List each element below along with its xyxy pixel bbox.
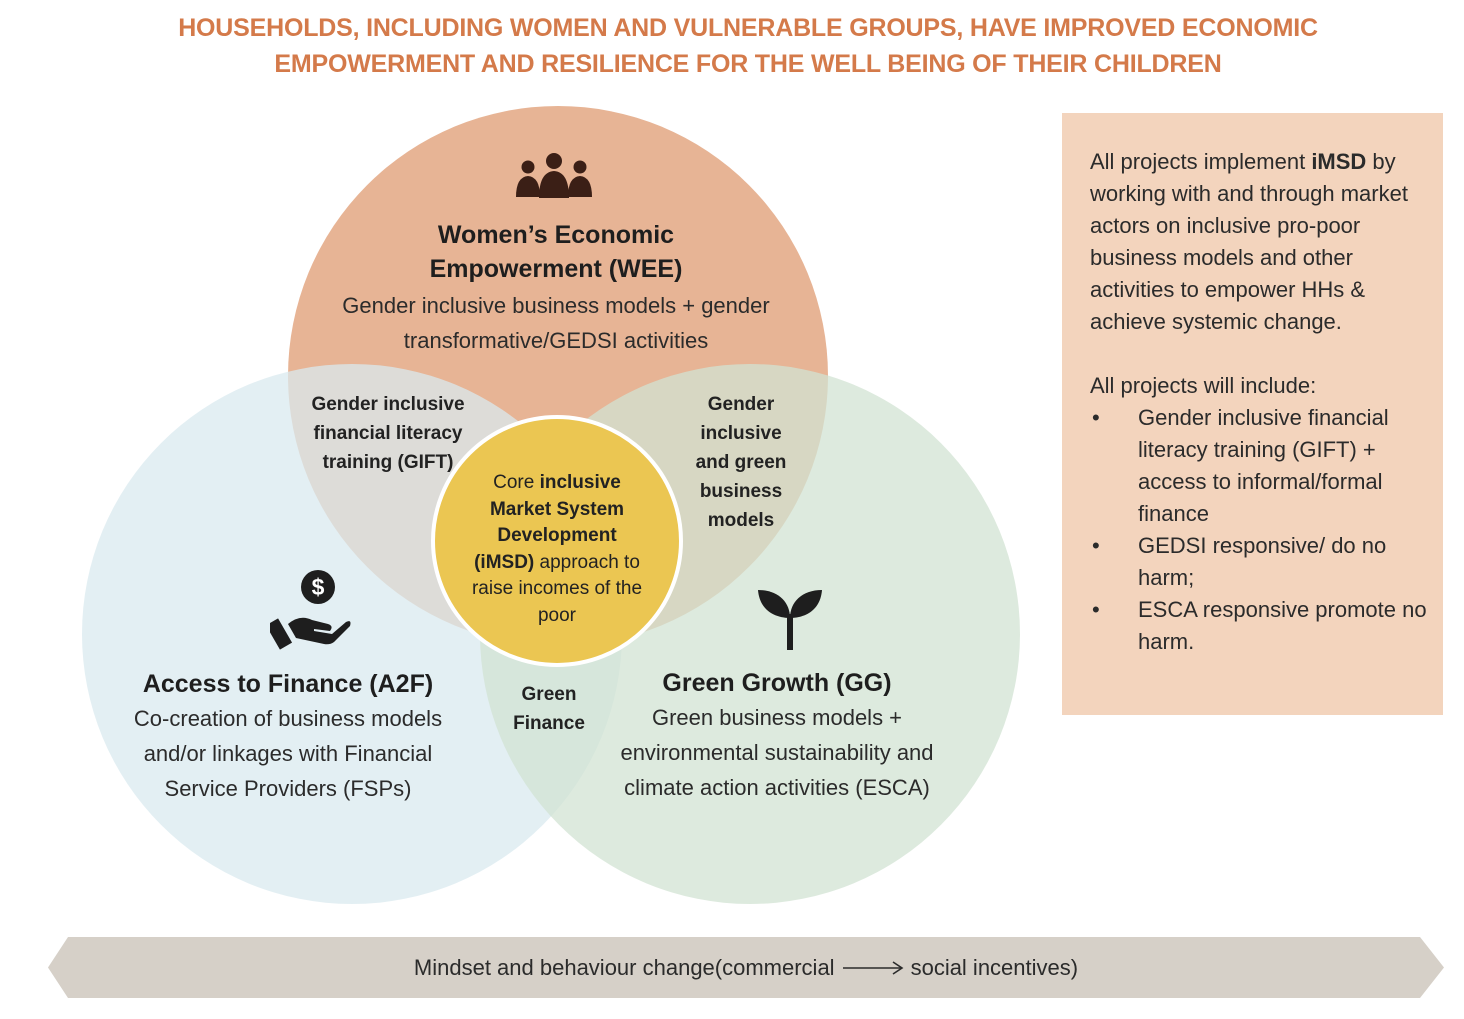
bullet-dot: • bbox=[1092, 597, 1100, 622]
overlap-wee-gg-line-4: business bbox=[699, 481, 783, 502]
a2f-heading: Access to Finance (A2F) bbox=[142, 670, 434, 698]
overlap-a2f-gg-label: Green Finance bbox=[494, 680, 604, 738]
overlap-wee-a2f-line-2: financial literacy bbox=[313, 423, 463, 444]
wee-heading-1: Women’s Economic bbox=[437, 221, 675, 249]
side-bullet-text: ESCA responsive promote no harm. bbox=[1138, 597, 1427, 654]
svg-text:$: $ bbox=[312, 574, 325, 600]
arrow-text-right: social incentives) bbox=[910, 954, 1079, 980]
right-arrow-icon bbox=[842, 960, 904, 975]
core-line-2: Market System bbox=[489, 498, 625, 520]
overlap-wee-gg-line-5: models bbox=[707, 510, 775, 531]
a2f-desc-1: Co-creation of business models bbox=[133, 706, 443, 731]
core-line-3: Development bbox=[497, 525, 617, 546]
wee-desc-2: transformative/GEDSI activities bbox=[403, 328, 709, 353]
side-paragraph-1: All projects implement iMSD by working w… bbox=[1090, 146, 1431, 338]
mindset-arrow-text: Mindset and behaviour change(commercial … bbox=[48, 937, 1444, 998]
core-line-4b: approach to bbox=[534, 551, 640, 573]
side-p1-bold: iMSD bbox=[1311, 149, 1367, 174]
overlap-wee-a2f-line-3: training (GIFT) bbox=[322, 452, 454, 473]
wee-desc-1: Gender inclusive business models + gende… bbox=[342, 293, 770, 318]
arrow-text-left: Mindset and behaviour change(commercial bbox=[413, 954, 835, 980]
sprout-icon bbox=[758, 590, 822, 650]
bullet-dot: • bbox=[1092, 533, 1100, 558]
side-bullet-item: • Gender inclusive financial literacy tra… bbox=[1090, 402, 1431, 530]
gg-desc-2: environmental sustainability and bbox=[620, 740, 934, 765]
people-group-icon bbox=[516, 153, 592, 198]
page-title: HOUSEHOLDS, INCLUDING WOMEN AND VULNERAB… bbox=[0, 10, 1464, 82]
overlap-wee-gg-label: Gender inclusive and green business mode… bbox=[671, 390, 811, 535]
side-p1-pre: All projects implement bbox=[1090, 149, 1312, 174]
overlap-wee-gg-line-1: Gender bbox=[707, 394, 775, 415]
side-paragraph-2: All projects will include: bbox=[1090, 373, 1317, 398]
overlap-wee-gg-line-2: inclusive bbox=[700, 423, 782, 444]
side-bullet-item: • GEDSI responsive/ do no harm; bbox=[1090, 530, 1431, 594]
core-line-6: poor bbox=[537, 604, 577, 626]
a2f-desc-2: and/or linkages with Financial bbox=[143, 741, 433, 766]
core-line-5: raise incomes of the bbox=[471, 578, 643, 599]
hand-coin-icon: $ bbox=[270, 570, 351, 650]
side-p1-rest: by working with and through market actor… bbox=[1090, 149, 1408, 334]
overlap-a2f-gg-line-1: Green bbox=[521, 684, 577, 705]
core-line-4a: (iMSD) bbox=[474, 551, 535, 573]
gg-desc-1: Green business models + bbox=[651, 705, 903, 730]
side-bullet-list: • Gender inclusive financial literacy tra… bbox=[1090, 402, 1431, 658]
a2f-desc-3: Service Providers (FSPs) bbox=[164, 776, 412, 801]
overlap-wee-a2f-line-1: Gender inclusive bbox=[311, 394, 465, 415]
title-line-1: HOUSEHOLDS, INCLUDING WOMEN AND VULNERAB… bbox=[178, 14, 1318, 42]
core-label: Core inclusive Market System Development… bbox=[442, 470, 672, 629]
overlap-a2f-gg-line-2: Finance bbox=[513, 713, 585, 734]
a2f-label: Access to Finance (A2F) Co-creation of b… bbox=[88, 667, 488, 806]
wee-label: Women’s Economic Empowerment (WEE) Gende… bbox=[286, 218, 826, 358]
overlap-wee-a2f-label: Gender inclusive financial literacy trai… bbox=[288, 390, 488, 477]
side-bullet-item: • ESCA responsive promote no harm. bbox=[1090, 594, 1431, 658]
core-circle bbox=[431, 415, 683, 667]
title-line-2: EMPOWERMENT AND RESILIENCE FOR THE WELL … bbox=[274, 50, 1222, 78]
wee-heading-2: Empowerment (WEE) bbox=[429, 255, 683, 283]
side-bullet-text: GEDSI responsive/ do no harm; bbox=[1138, 533, 1387, 590]
side-bullet-text: Gender inclusive financial literacy trai… bbox=[1138, 405, 1389, 526]
core-line-1a: Core bbox=[493, 472, 540, 493]
gg-heading: Green Growth (GG) bbox=[662, 669, 892, 697]
side-panel: All projects implement iMSD by working w… bbox=[1062, 113, 1443, 715]
overlap-wee-gg-line-3: and green bbox=[695, 452, 787, 473]
gg-desc-3: climate action activities (ESCA) bbox=[624, 775, 930, 800]
bullet-dot: • bbox=[1092, 405, 1100, 430]
mindset-arrow-bar bbox=[48, 937, 1444, 998]
gg-label: Green Growth (GG) Green business models … bbox=[582, 666, 972, 805]
core-line-1b: inclusive bbox=[539, 472, 621, 493]
